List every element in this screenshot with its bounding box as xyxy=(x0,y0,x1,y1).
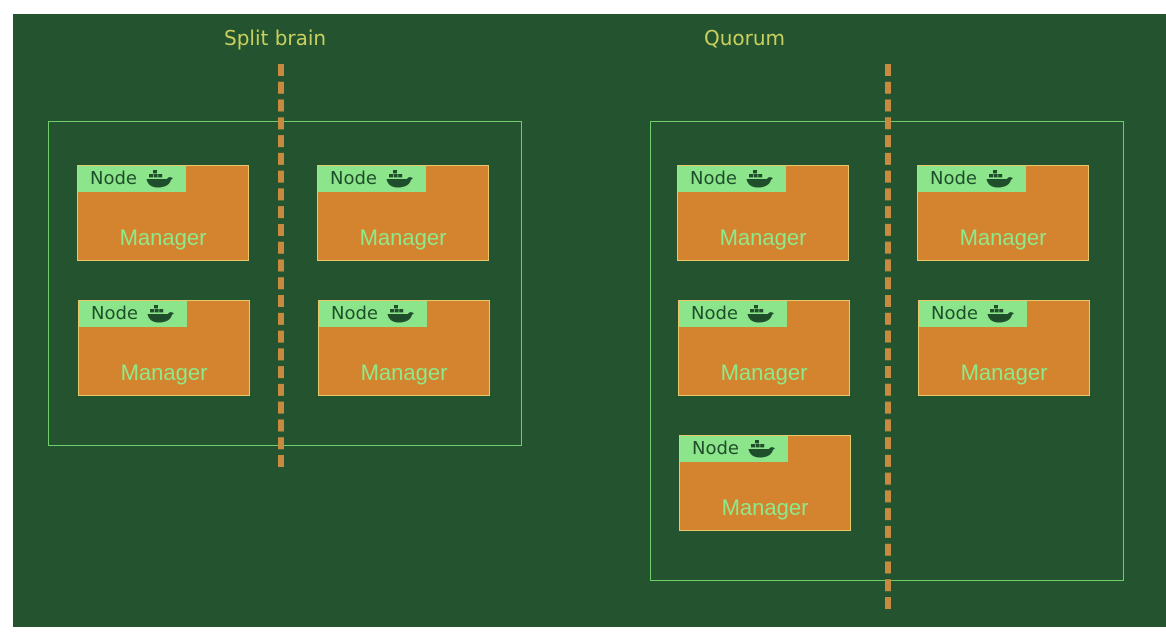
quorum-title: Quorum xyxy=(704,26,786,50)
node-role: Manager xyxy=(120,360,208,385)
docker-whale-icon xyxy=(146,304,176,324)
docker-whale-icon xyxy=(746,304,776,324)
node-tag: Node xyxy=(918,166,1026,192)
quorum-node-3: Node Manager xyxy=(678,300,850,396)
node-label: Node xyxy=(692,438,739,459)
quorum-node-4: Node Manager xyxy=(918,300,1090,396)
docker-whale-icon xyxy=(385,169,415,189)
split-brain-cluster xyxy=(48,121,522,446)
node-role: Manager xyxy=(960,360,1048,385)
node-label: Node xyxy=(331,303,378,324)
node-label: Node xyxy=(91,303,138,324)
node-tag: Node xyxy=(79,301,187,327)
node-role: Manager xyxy=(720,360,808,385)
node-tag: Node xyxy=(919,301,1027,327)
node-role: Manager xyxy=(959,225,1047,250)
node-tag: Node xyxy=(319,301,427,327)
split-brain-title: Split brain xyxy=(224,26,327,50)
node-tag: Node xyxy=(678,166,786,192)
node-label: Node xyxy=(930,168,977,189)
docker-whale-icon xyxy=(986,304,1016,324)
node-label: Node xyxy=(691,303,738,324)
node-tag: Node xyxy=(78,166,186,192)
split-brain-node-2: Node Manager xyxy=(317,165,489,261)
quorum-partition-line xyxy=(885,64,891,609)
node-label: Node xyxy=(330,168,377,189)
quorum-node-2: Node Manager xyxy=(917,165,1089,261)
docker-whale-icon xyxy=(145,169,175,189)
node-label: Node xyxy=(931,303,978,324)
node-tag: Node xyxy=(680,436,788,462)
node-tag: Node xyxy=(679,301,787,327)
node-label: Node xyxy=(90,168,137,189)
split-brain-partition-line xyxy=(278,64,284,467)
node-tag: Node xyxy=(318,166,426,192)
docker-whale-icon xyxy=(747,439,777,459)
node-role: Manager xyxy=(119,225,207,250)
node-role: Manager xyxy=(359,225,447,250)
docker-whale-icon xyxy=(745,169,775,189)
node-label: Node xyxy=(690,168,737,189)
split-brain-node-1: Node Manager xyxy=(77,165,249,261)
node-role: Manager xyxy=(719,225,807,250)
split-brain-node-3: Node Manager xyxy=(78,300,250,396)
diagram-canvas: Split brain Node Manager Node Manager No… xyxy=(13,14,1166,627)
node-role: Manager xyxy=(721,495,809,520)
quorum-node-1: Node Manager xyxy=(677,165,849,261)
node-role: Manager xyxy=(360,360,448,385)
docker-whale-icon xyxy=(985,169,1015,189)
split-brain-node-4: Node Manager xyxy=(318,300,490,396)
docker-whale-icon xyxy=(386,304,416,324)
quorum-node-5: Node Manager xyxy=(679,435,851,531)
